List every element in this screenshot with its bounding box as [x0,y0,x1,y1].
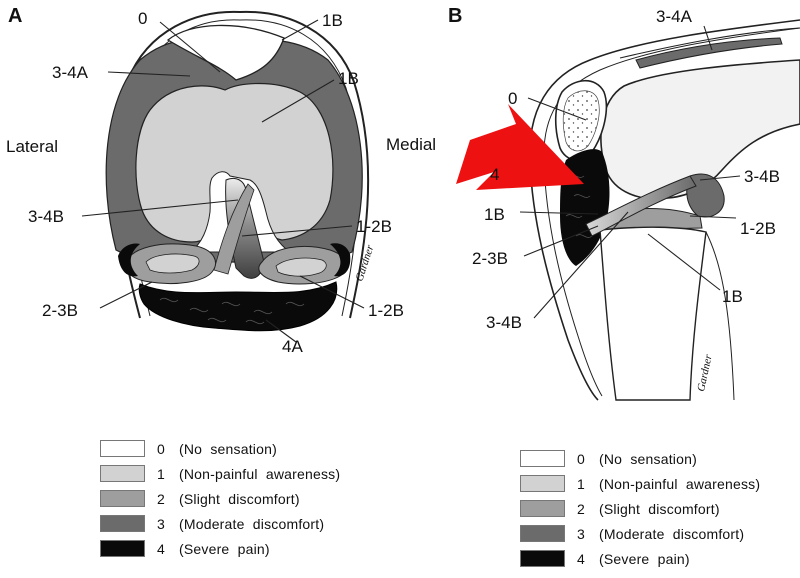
legend-b-row-2: 2 (Slight discomfort) [520,496,800,521]
legend-b: 0 (No sensation) 1 (Non-painful awareness)… [520,446,800,571]
legend-a-swatch-1 [100,465,145,482]
legend-b-code-4: 4 [577,550,585,567]
panel-a-patella-zone [166,24,285,81]
legend-a-row-1: 1 (Non-painful awareness) [100,461,430,486]
legend-a-code-4: 4 [157,540,165,557]
legend-b-swatch-0 [520,450,565,467]
label-b-34b-lower: 3-4B [486,313,522,332]
label-a-34b: 3-4B [28,207,64,226]
panel-a-severe-rim-lateral [118,243,140,277]
legend-b-text-0: (No sensation) [599,450,697,467]
panel-a-severe-rim-medial [330,243,351,277]
legend-a-swatch-4 [100,540,145,557]
panel-b-letter: B [448,5,462,27]
legend-b-swatch-1 [520,475,565,492]
label-a-34a: 3-4A [52,63,89,82]
legend-b-code-0: 0 [577,450,585,467]
legend-a-code-0: 0 [157,440,165,457]
panel-b-patella-inner [562,90,600,152]
legend-b-text-4: (Severe pain) [599,550,690,567]
panel-b-medial-zone [686,173,725,218]
label-a-4a: 4A [282,337,303,356]
label-b-34a: 3-4A [656,7,693,26]
legend-a-text-1: (Non-painful awareness) [179,465,341,482]
label-a-right-1b: 1B [338,69,359,88]
panel-a: A [6,5,436,356]
legend-a-swatch-0 [100,440,145,457]
label-b-0: 0 [508,89,517,108]
label-a-medial: Medial [386,135,436,154]
panel-a-medial-meniscus-inner [275,257,327,277]
label-a-lateral: Lateral [6,137,58,156]
panel-a-leader-lines [81,19,365,343]
label-a-top-1b: 1B [322,11,343,30]
legend-b-code-3: 3 [577,525,585,542]
legend-b-row-1: 1 (Non-painful awareness) [520,471,800,496]
legend-b-code-1: 1 [577,475,585,492]
legend-b-code-2: 2 [577,500,585,517]
panel-b-quad-line [619,27,800,59]
panel-b-tibia [599,226,707,401]
legend-b-text-2: (Slight discomfort) [599,500,720,517]
panel-b-tibia-medial-line [705,231,735,401]
label-b-1b-left: 1B [484,205,505,224]
panel-a-cruciate-ligament [225,177,265,279]
legend-a-text-0: (No sensation) [179,440,277,457]
legend-a-code-3: 3 [157,515,165,532]
legend-b-row-3: 3 (Moderate discomfort) [520,521,800,546]
legend-b-text-3: (Moderate discomfort) [599,525,745,542]
legend-b-row-0: 0 (No sensation) [520,446,800,471]
label-a-top-0: 0 [138,9,147,28]
panel-a-letter: A [8,5,22,27]
legend-a-code-2: 2 [157,490,165,507]
panel-b-leader-lines [519,25,741,319]
legend-a-row-4: 4 (Severe pain) [100,536,430,561]
label-b-1b-lower: 1B [722,287,743,306]
legend-a-row-2: 2 (Slight discomfort) [100,486,430,511]
legend-a: 0 (No sensation) 1 (Non-painful awareness)… [100,436,430,561]
label-b-34b-right: 3-4B [744,167,780,186]
label-a-12b-upper: 1-2B [356,217,392,236]
legend-a-text-2: (Slight discomfort) [179,490,300,507]
legend-b-swatch-2 [520,500,565,517]
legend-a-row-0: 0 (No sensation) [100,436,430,461]
panel-b: B [448,5,800,401]
panel-a-lateral-meniscus-inner [145,253,200,274]
legend-b-row-4: 4 (Severe pain) [520,546,800,571]
panel-b-ligament [585,175,697,237]
panel-a-signature: Gardner [353,243,376,283]
label-b-4: 4 [490,165,499,184]
panel-a-severe-texture [159,297,305,325]
legend-a-code-1: 1 [157,465,165,482]
legend-a-swatch-3 [100,515,145,532]
panel-a-cruciate-ligament-2 [213,183,255,275]
legend-a-text-4: (Severe pain) [179,540,270,557]
legend-b-text-1: (Non-painful awareness) [599,475,761,492]
panel-b-quad-tendon [635,37,783,69]
panel-b-femur [600,59,800,200]
legend-b-swatch-3 [520,525,565,542]
legend-a-row-3: 3 (Moderate discomfort) [100,511,430,536]
panel-a-severe-region-4a [138,281,338,332]
legend-a-text-3: (Moderate discomfort) [179,515,325,532]
label-a-12b-lower: 1-2B [368,301,404,320]
legend-a-swatch-2 [100,490,145,507]
label-b-23b: 2-3B [472,249,508,268]
label-a-23b: 2-3B [42,301,78,320]
panel-b-signature: Gardner [695,353,715,393]
label-b-12b: 1-2B [740,219,776,238]
legend-b-swatch-4 [520,550,565,567]
panel-b-red-arrow [456,104,584,190]
